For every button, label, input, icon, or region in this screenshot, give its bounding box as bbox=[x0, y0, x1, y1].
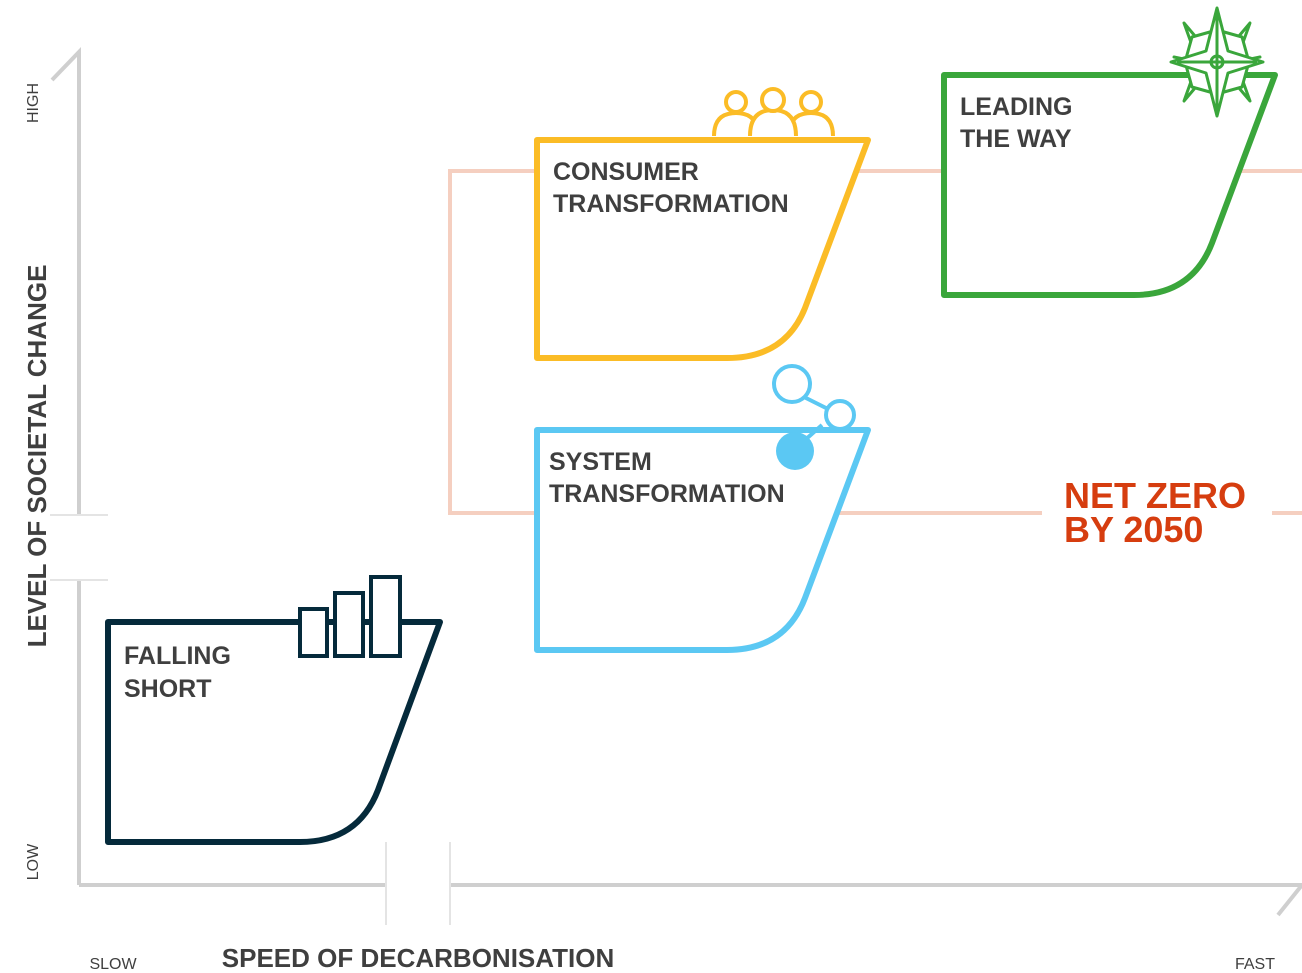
y-axis-title: LEVEL OF SOCIETAL CHANGE bbox=[22, 265, 52, 648]
system-transformation-hull bbox=[534, 427, 871, 653]
x-axis-line-right bbox=[450, 883, 1302, 917]
net-zero-line1: NET ZERO bbox=[1064, 475, 1246, 516]
bar-chart-icon-bar-1 bbox=[298, 607, 329, 658]
scenario-leading-the-way[interactable]: LEADING THE WAY bbox=[941, 6, 1278, 298]
axes bbox=[50, 47, 1302, 917]
network-nodes-icon bbox=[772, 364, 856, 470]
y-low-label: LOW bbox=[25, 843, 42, 880]
consumer-transformation-label-line2: TRANSFORMATION bbox=[553, 190, 789, 218]
bar-chart-icon bbox=[298, 575, 402, 658]
system-transformation-label-line1: SYSTEM bbox=[549, 448, 652, 476]
net-zero-bracket-lines bbox=[448, 169, 1302, 515]
falling-short-hull bbox=[105, 619, 443, 845]
y-axis-break bbox=[50, 514, 108, 581]
net-zero-bracket bbox=[448, 169, 1302, 515]
scenario-system-transformation[interactable]: SYSTEM TRANSFORMATION bbox=[534, 364, 871, 653]
bar-chart-icon-bar-3 bbox=[369, 575, 402, 658]
falling-short-label-line1: FALLING bbox=[124, 642, 231, 670]
consumer-transformation-label-line1: CONSUMER bbox=[553, 158, 699, 186]
x-slow-label: SLOW bbox=[89, 956, 137, 973]
people-icon-head-left bbox=[724, 90, 748, 114]
people-icon bbox=[712, 87, 835, 137]
x-fast-label: FAST bbox=[1235, 956, 1275, 973]
leading-the-way-label-line1: LEADING bbox=[960, 93, 1073, 121]
axis-breaks bbox=[50, 514, 451, 925]
network-node-top bbox=[772, 364, 812, 404]
scenario-consumer-transformation[interactable]: CONSUMER TRANSFORMATION bbox=[534, 87, 871, 361]
compass-star-icon bbox=[1169, 6, 1265, 118]
network-node-right bbox=[824, 399, 856, 431]
leading-the-way-hull bbox=[941, 72, 1278, 298]
people-icon-head-center bbox=[760, 87, 786, 113]
x-axis-title: SPEED OF DECARBONISATION bbox=[222, 943, 614, 973]
leading-the-way-label-line2: THE WAY bbox=[960, 125, 1072, 153]
network-node-filled bbox=[776, 432, 814, 470]
system-transformation-label-line2: TRANSFORMATION bbox=[549, 480, 785, 508]
scenario-falling-short[interactable]: FALLING SHORT bbox=[105, 575, 443, 845]
falling-short-label-line2: SHORT bbox=[124, 675, 212, 703]
people-icon-body-center bbox=[748, 107, 798, 137]
consumer-transformation-hull bbox=[534, 137, 871, 361]
bar-chart-icon-bar-2 bbox=[333, 591, 365, 658]
people-icon-head-right bbox=[799, 90, 823, 114]
y-high-label: HIGH bbox=[25, 83, 42, 123]
net-zero-label-backdrop bbox=[1042, 474, 1272, 552]
net-zero-line2: BY 2050 bbox=[1064, 509, 1203, 550]
y-axis-line bbox=[50, 47, 81, 515]
x-axis-break bbox=[385, 842, 451, 925]
